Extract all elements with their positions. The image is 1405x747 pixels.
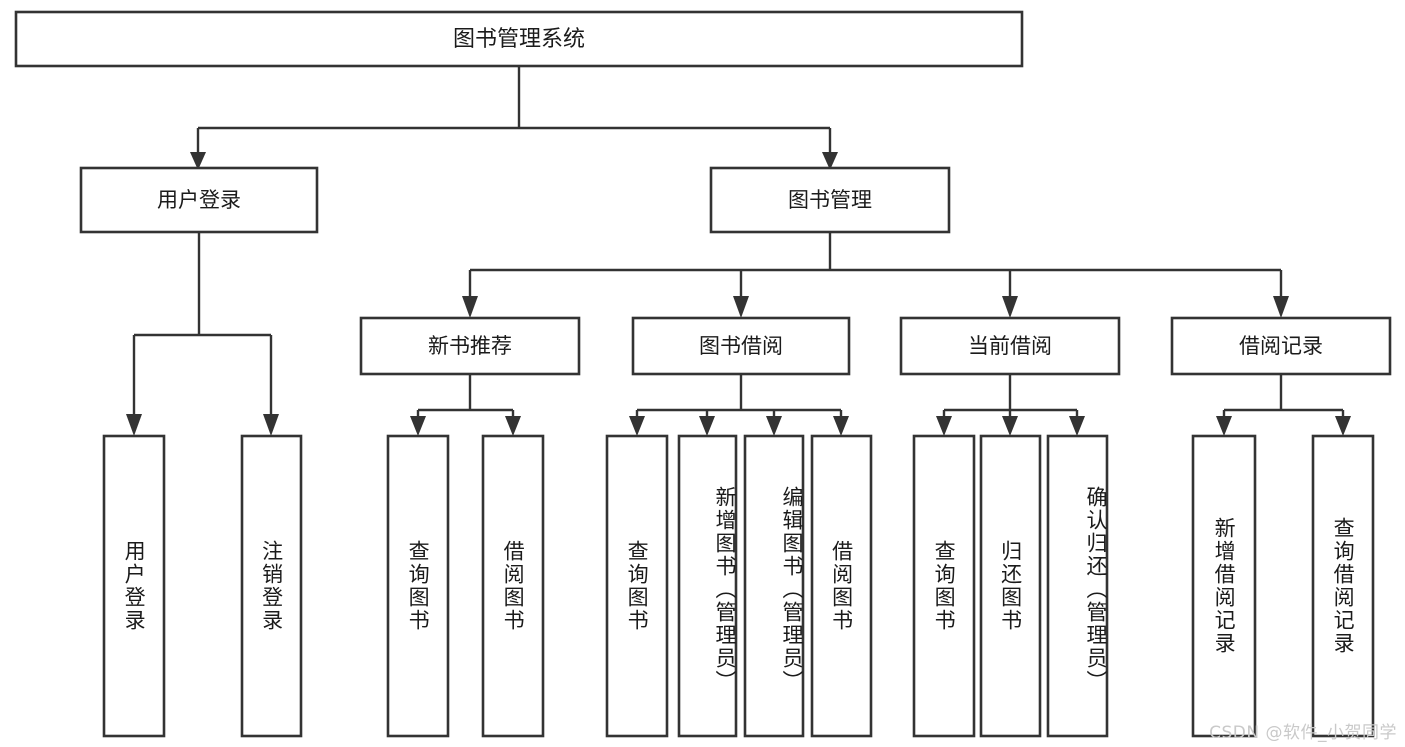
leaf-box-user-login[interactable] <box>102 434 166 738</box>
arrowhead-current-borrow <box>1002 296 1018 318</box>
node-book-borrow-label: 图书借阅 <box>699 334 783 358</box>
node-borrow-record-box[interactable] <box>1170 316 1392 376</box>
arrowhead-book-borrow <box>733 296 749 318</box>
arrowhead-user-login <box>190 152 206 170</box>
arrowhead-bb-query-book <box>629 416 645 436</box>
leaf-box-cb-return-book[interactable] <box>979 434 1042 738</box>
node-current-borrow-box[interactable] <box>899 316 1121 376</box>
node-new-book-recommend-box[interactable] <box>359 316 581 376</box>
leaf-box-br-add-record[interactable] <box>1191 434 1257 738</box>
node-root-label: 图书管理系统 <box>453 27 585 52</box>
node-current-borrow-label: 当前借阅 <box>968 334 1052 358</box>
leaf-box-bb-query-book[interactable] <box>605 434 669 738</box>
node-new-book-recommend-label: 新书推荐 <box>428 334 512 358</box>
node-new-book-recommend[interactable]: 新书推荐 <box>359 316 581 376</box>
leaf-box-bb-add-book[interactable] <box>677 434 738 738</box>
arrowhead-br-add-record <box>1216 416 1232 436</box>
leaf-box-bb-borrow-book[interactable] <box>810 434 873 738</box>
arrowhead-bb-add-book <box>699 416 715 436</box>
edge-currentborrow-bus <box>942 374 1079 422</box>
arrowhead-leaf-logout <box>263 414 279 436</box>
leaf-box-nbr-borrow-book[interactable] <box>481 434 545 738</box>
node-current-borrow[interactable]: 当前借阅 <box>899 316 1121 376</box>
arrowhead-borrow-record <box>1273 296 1289 318</box>
node-root[interactable]: 图书管理系统 <box>14 10 1024 68</box>
leaf-box-nbr-query-book[interactable] <box>386 434 450 738</box>
edge-newbookrec-bus <box>416 374 515 422</box>
node-user-login-box[interactable] <box>79 166 319 234</box>
leaf-box-cb-confirm-return[interactable] <box>1046 434 1109 738</box>
watermark: CSDN @软件_小贺同学 <box>1209 723 1397 743</box>
arrowhead-cb-query-book <box>936 416 952 436</box>
edge-root-bus <box>196 66 832 156</box>
arrowhead-bb-borrow-book <box>833 416 849 436</box>
edge-bookborrow-bus <box>635 374 843 422</box>
node-root-box[interactable] <box>14 10 1024 68</box>
arrowhead-cb-confirm-return <box>1069 416 1085 436</box>
edge-bookmanage-bus <box>468 232 1283 302</box>
leaf-box-logout[interactable] <box>240 434 303 738</box>
node-borrow-record[interactable]: 借阅记录 <box>1170 316 1392 376</box>
node-user-login-label: 用户登录 <box>157 188 241 212</box>
arrowhead-bb-edit-book <box>766 416 782 436</box>
leaf-box-bb-edit-book[interactable] <box>743 434 805 738</box>
node-borrow-record-label: 借阅记录 <box>1239 334 1323 358</box>
arrowhead-leaf-user-login <box>126 414 142 436</box>
arrowhead-br-query-record <box>1335 416 1351 436</box>
connectors <box>126 66 1351 436</box>
arrowhead-book-manage <box>822 152 838 170</box>
edge-borrowrecord-bus <box>1222 374 1345 422</box>
leaf-boxes <box>102 434 1375 738</box>
node-book-management-label: 图书管理 <box>788 188 872 212</box>
node-book-borrow[interactable]: 图书借阅 <box>631 316 851 376</box>
node-book-borrow-box[interactable] <box>631 316 851 376</box>
leaf-box-cb-query-book[interactable] <box>912 434 976 738</box>
arrowhead-new-book-rec <box>462 296 478 318</box>
arrowhead-nbr-borrow-book <box>505 416 521 436</box>
arrowhead-nbr-query-book <box>410 416 426 436</box>
edge-userlogin-bus <box>132 232 273 420</box>
node-user-login[interactable]: 用户登录 <box>79 166 319 234</box>
node-book-management-box[interactable] <box>709 166 951 234</box>
node-book-management[interactable]: 图书管理 <box>709 166 951 234</box>
arrowhead-cb-return-book <box>1002 416 1018 436</box>
leaf-box-br-query-record[interactable] <box>1311 434 1375 738</box>
